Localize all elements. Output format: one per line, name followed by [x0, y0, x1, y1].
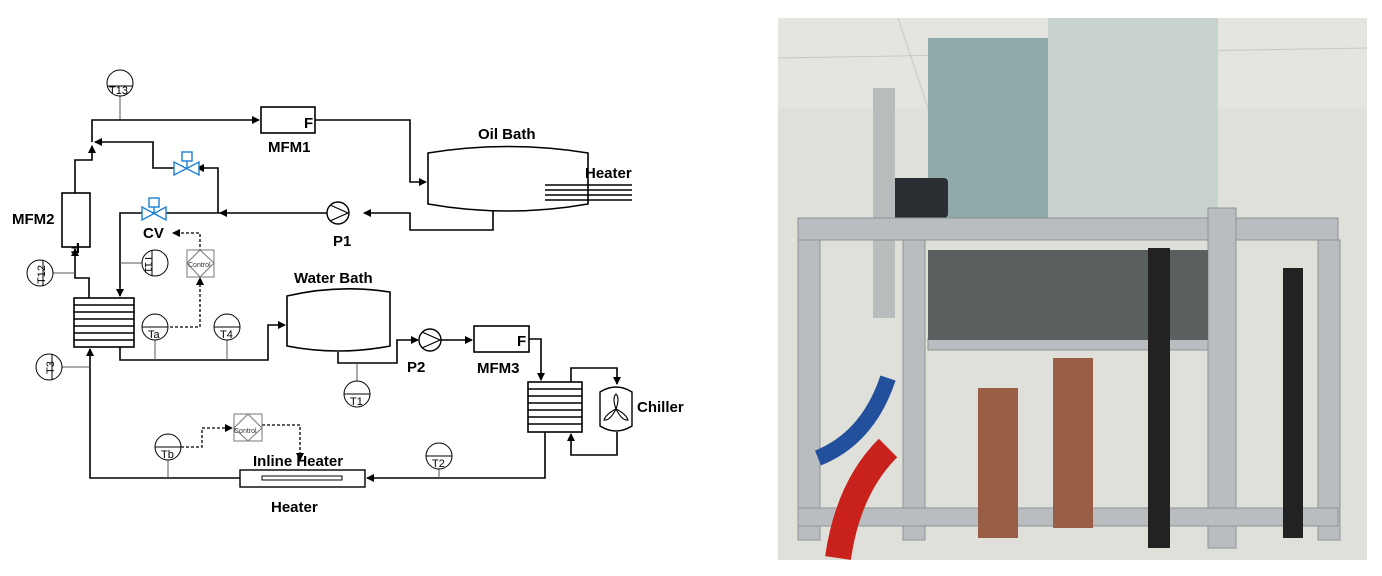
mfm1: F MFM1	[260, 106, 316, 156]
red-hose	[825, 438, 898, 560]
svg-text:Heater: Heater	[585, 165, 632, 182]
mfm2: F MFM2	[12, 192, 91, 256]
svg-text:MFM2: MFM2	[12, 211, 55, 228]
process-flow-diagram: F MFM1 F MFM2 F MFM3 Oil Bath Heater P1 …	[12, 69, 684, 516]
control-valve-cv-icon: CV	[141, 197, 167, 242]
svg-text:T3: T3	[45, 361, 57, 374]
svg-text:P1: P1	[333, 233, 351, 250]
svg-text:F: F	[71, 239, 80, 256]
sensor-t11: T11	[141, 249, 169, 277]
sensor-t12: T12	[26, 259, 54, 287]
svg-text:Oil Bath: Oil Bath	[478, 126, 536, 143]
column-pipe	[873, 88, 895, 318]
plate-heat-exchanger	[978, 388, 1018, 538]
bypass-valve-icon	[173, 151, 200, 177]
plate-heat-exchanger	[1053, 358, 1093, 528]
mfm3: F MFM3	[473, 325, 530, 377]
svg-text:Ta: Ta	[148, 329, 161, 341]
sensor-t1: T1	[343, 380, 371, 408]
sensor-t2: T2	[425, 442, 453, 470]
pipe-lines	[53, 96, 621, 482]
svg-text:T4: T4	[220, 329, 233, 341]
aluminum-frame	[797, 207, 1341, 549]
svg-text:Tb: Tb	[161, 449, 174, 461]
controller-screen	[888, 178, 948, 218]
controller-b: Control	[233, 413, 263, 442]
sensor-ta: Ta	[141, 313, 169, 341]
sensor-tb: Tb	[154, 433, 182, 461]
svg-text:T2: T2	[432, 458, 445, 470]
pump-p2: P2	[407, 328, 442, 376]
heat-exchanger-2	[527, 381, 583, 433]
svg-text:T12: T12	[36, 265, 48, 284]
svg-text:T11: T11	[142, 255, 154, 273]
svg-text:P2: P2	[407, 359, 425, 376]
svg-text:Water Bath: Water Bath	[294, 270, 373, 287]
heater-coil	[545, 184, 632, 201]
heat-exchanger-1	[73, 297, 135, 348]
sensor-t3: T3	[35, 353, 63, 381]
svg-text:T13: T13	[109, 85, 128, 97]
insulated-hose	[1283, 268, 1303, 538]
inline-heater: Inline Heater Heater	[239, 453, 366, 516]
svg-text:CV: CV	[143, 225, 164, 242]
insulated-hose	[1148, 248, 1170, 548]
svg-text:T1: T1	[350, 396, 363, 408]
sensor-t4: T4	[213, 313, 241, 341]
oil-bath: Oil Bath Heater	[427, 126, 632, 212]
sensor-t13: T13	[106, 69, 134, 97]
blue-hose	[814, 375, 896, 466]
fan-icon	[603, 393, 629, 421]
experimental-rig-photo	[778, 18, 1367, 560]
svg-text:Chiller: Chiller	[637, 399, 684, 416]
svg-text:Inline Heater: Inline Heater	[253, 453, 343, 470]
svg-text:Control: Control	[234, 428, 257, 435]
controller-a: Control	[186, 249, 215, 278]
svg-text:MFM3: MFM3	[477, 360, 520, 377]
svg-text:F: F	[304, 115, 313, 132]
chiller: Chiller	[599, 386, 684, 432]
svg-text:Control: Control	[188, 262, 211, 269]
pump-p1: P1	[326, 201, 351, 250]
water-bath: Water Bath	[286, 270, 391, 352]
cabinet-front	[1048, 18, 1218, 218]
svg-text:Heater: Heater	[271, 499, 318, 516]
svg-text:MFM1: MFM1	[268, 139, 311, 156]
svg-text:F: F	[517, 333, 526, 350]
